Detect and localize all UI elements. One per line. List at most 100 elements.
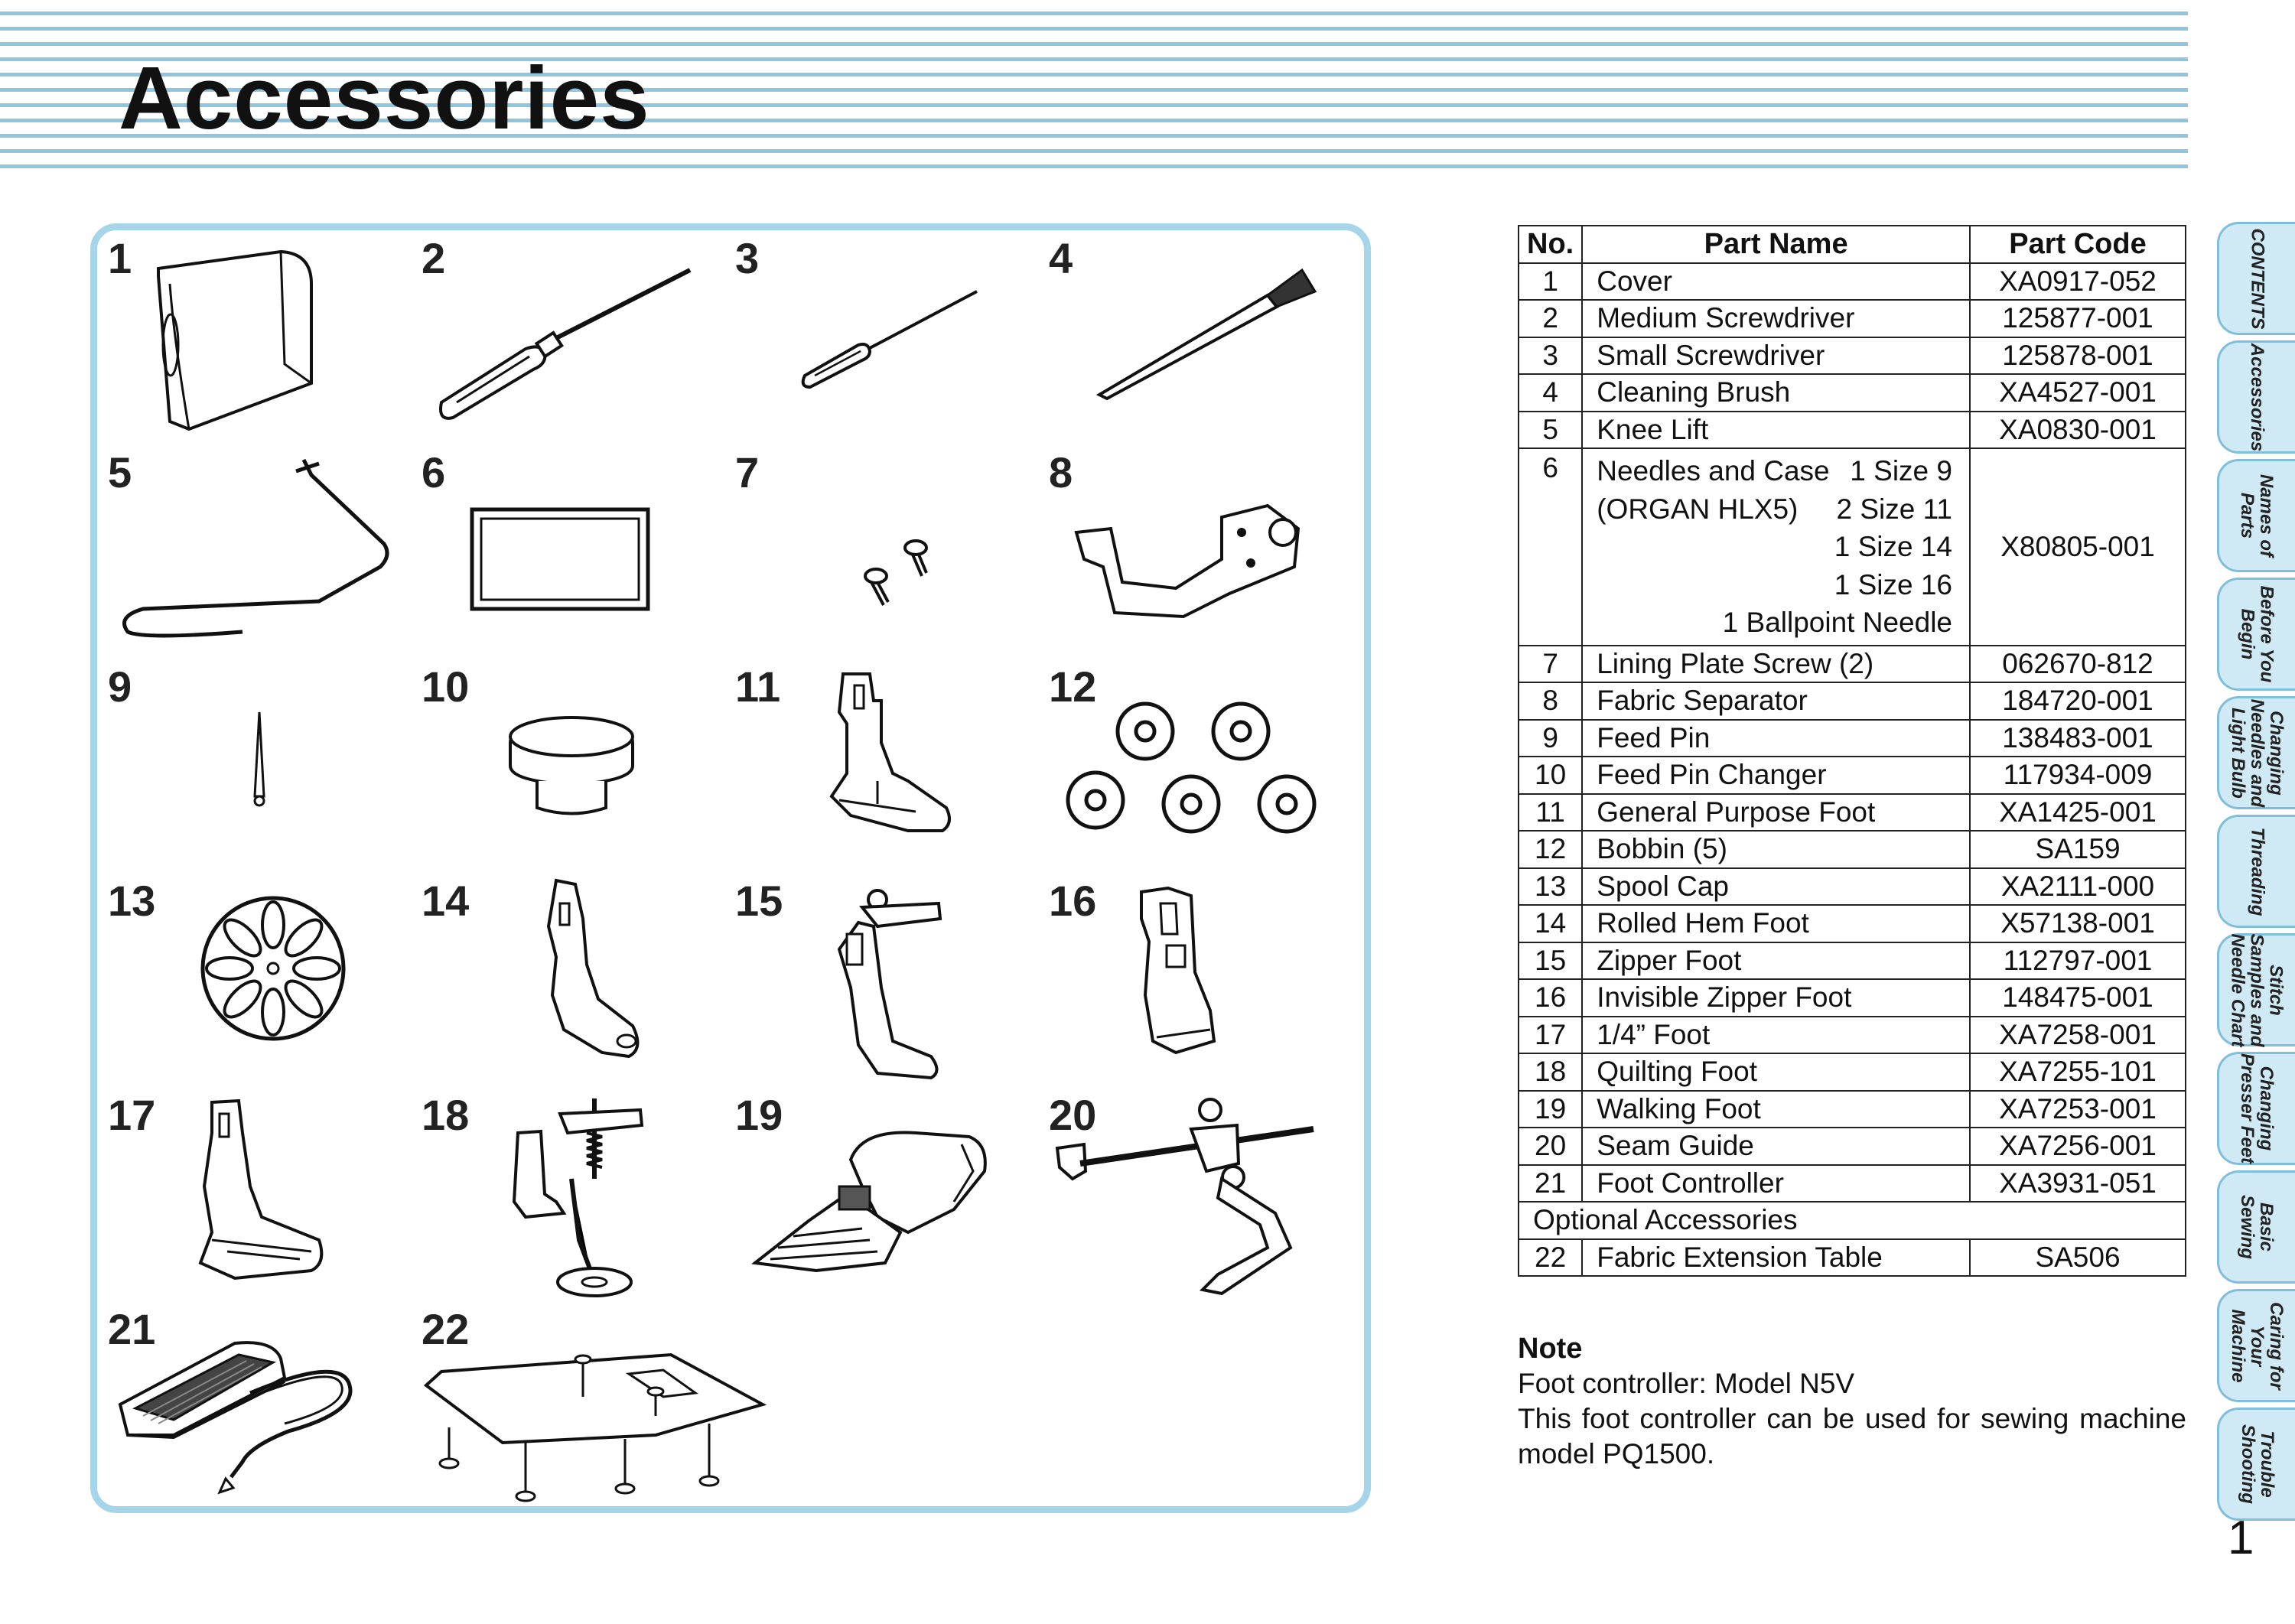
extension-table-icon	[423, 1352, 767, 1502]
item-number: 2	[422, 234, 446, 282]
feed-pin-changer-icon	[509, 716, 634, 815]
tab-changing-needles[interactable]: Changing Needles and Light Bulb	[2217, 696, 2295, 809]
item-number: 15	[735, 877, 783, 925]
page-number: 1	[2228, 1512, 2254, 1564]
item-number: 17	[108, 1091, 156, 1139]
cell-no: 19	[1517, 1089, 1584, 1128]
accessory-item-22: 22	[411, 1301, 824, 1515]
cell-part-name: Zipper Foot	[1581, 941, 1971, 980]
item-number: 11	[735, 662, 781, 711]
spool-cap-icon	[200, 896, 346, 1041]
cell-part-name: Invisible Zipper Foot	[1581, 978, 1971, 1017]
accessory-item-13: 13	[97, 873, 407, 1087]
tab-contents[interactable]: CONTENTS	[2217, 222, 2295, 335]
item-number: 1	[108, 234, 132, 282]
cell-part-name: Bobbin (5)	[1581, 830, 1971, 869]
tab-accessories[interactable]: Accessories	[2217, 340, 2295, 454]
needle-size: 1 Size 16	[1834, 568, 1952, 600]
needle-size: 2 Size 11	[1836, 493, 1952, 525]
zipper-foot-icon	[837, 889, 942, 1080]
item-number: 5	[108, 448, 132, 496]
tab-before-you-begin[interactable]: Before You Begin	[2217, 578, 2295, 691]
accessory-item-6: 6	[411, 444, 721, 659]
cell-part-name: Foot Controller	[1581, 1163, 1971, 1203]
accessory-item-14: 14	[411, 873, 721, 1087]
cell-no: 8	[1517, 682, 1584, 721]
feed-pin-icon	[253, 711, 265, 807]
cell-no: 15	[1517, 941, 1584, 980]
accessory-item-12: 12	[1038, 659, 1348, 873]
cell-part-name: Walking Foot	[1581, 1089, 1971, 1128]
cell-part-code: 125877-001	[1969, 299, 2186, 338]
note-heading: Note	[1518, 1333, 1583, 1365]
cell-part-code: XA2111-000	[1969, 867, 2186, 906]
cell-part-code: 184720-001	[1969, 682, 2186, 721]
cell-no: 16	[1517, 978, 1584, 1017]
note-section: Note Foot controller: Model N5V This foo…	[1518, 1331, 2186, 1472]
accessory-item-8: 8	[1038, 444, 1348, 659]
item-number: 6	[422, 448, 446, 496]
tab-trouble-shooting[interactable]: Trouble Shooting	[2217, 1408, 2295, 1521]
accessory-item-5: 5	[97, 444, 407, 659]
cell-no: 3	[1517, 336, 1584, 375]
cell-no: 17	[1517, 1015, 1584, 1054]
cell-part-code: XA7253-001	[1969, 1089, 2186, 1128]
tab-names-of-parts[interactable]: Names of Parts	[2217, 459, 2295, 572]
page-title: Accessories	[119, 48, 650, 148]
tab-caring-for-machine[interactable]: Caring for Your Machine	[2217, 1289, 2295, 1402]
column-header-part-code: Part Code	[1969, 225, 2186, 264]
tab-stitch-samples[interactable]: Stitch Samples and Needle Chart	[2217, 933, 2295, 1046]
item-number: 19	[735, 1091, 783, 1139]
cell-no: 12	[1517, 830, 1584, 869]
item-number: 21	[108, 1305, 156, 1353]
accessory-item-7: 7	[724, 444, 1034, 659]
cell-part-code: 117934-009	[1969, 756, 2186, 795]
accessory-item-17: 17	[97, 1087, 407, 1301]
item-number: 14	[422, 877, 470, 925]
cell-no: 14	[1517, 904, 1584, 943]
seam-guide-icon	[1055, 1098, 1314, 1296]
header-stripes	[0, 0, 2188, 176]
tab-basic-sewing[interactable]: Basic Sewing	[2217, 1170, 2295, 1284]
item-number: 16	[1049, 877, 1097, 925]
cell-part-code: SA159	[1969, 830, 2186, 869]
accessory-item-16: 16	[1038, 873, 1348, 1087]
cell-no: 2	[1517, 299, 1584, 338]
tab-changing-presser-feet[interactable]: Changing Presser Feet	[2217, 1052, 2295, 1165]
accessory-item-2: 2	[411, 230, 721, 444]
cell-part-name: Small Screwdriver	[1581, 336, 1971, 375]
screws-icon	[864, 539, 928, 606]
cell-part-code: XA7258-001	[1969, 1015, 2186, 1054]
cell-part-code: XA1425-001	[1969, 792, 2186, 832]
tab-threading[interactable]: Threading	[2217, 815, 2295, 928]
accessories-panel: 1 2 3 4 5	[90, 223, 1371, 1513]
accessory-item-15: 15	[724, 873, 1034, 1087]
cell-no: 21	[1517, 1163, 1584, 1203]
cell-part-code: XA4527-001	[1969, 373, 2186, 412]
item-number: 20	[1049, 1091, 1097, 1139]
item-number: 13	[108, 877, 156, 925]
cell-no: 1	[1517, 262, 1584, 301]
table-header-row: No. Part Name Part Code	[1517, 225, 2186, 264]
general-purpose-foot-icon	[829, 672, 951, 832]
accessory-item-4: 4	[1038, 230, 1348, 444]
quilting-foot-icon	[512, 1098, 644, 1297]
cell-no: 10	[1517, 756, 1584, 795]
column-header-part-name: Part Name	[1581, 225, 1971, 264]
accessory-item-18: 18	[411, 1087, 721, 1301]
item-number: 7	[735, 448, 760, 496]
accessory-item-3: 3	[724, 230, 1034, 444]
cell-part-code: XA0917-052	[1969, 262, 2186, 301]
quarter-inch-foot-icon	[198, 1098, 324, 1281]
